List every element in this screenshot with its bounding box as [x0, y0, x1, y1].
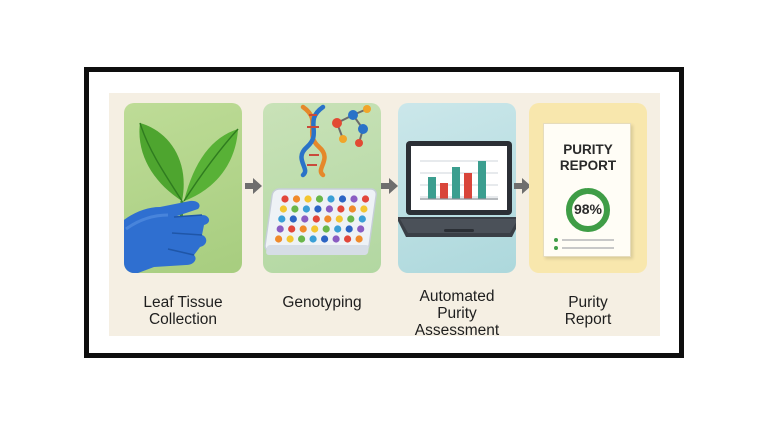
plate-well [344, 235, 352, 243]
plate-well [348, 205, 356, 213]
plate-well [311, 225, 319, 233]
plate-well [301, 215, 309, 223]
purity-gauge [554, 188, 614, 250]
plate-well [309, 235, 317, 243]
step-label-genotyping: Genotyping [282, 294, 362, 311]
plate-well [361, 195, 370, 203]
arrow-right-icon [243, 176, 263, 196]
plate-well [276, 225, 284, 233]
arrow-right-icon [512, 176, 532, 196]
plate-well [350, 195, 358, 203]
step-panel-leaf-collection [124, 103, 242, 273]
step-panel-genotyping [263, 103, 381, 273]
plate-well [286, 235, 294, 243]
plate-well [360, 205, 368, 213]
plate-well [314, 205, 322, 213]
plate-well [298, 235, 306, 243]
plate-well [304, 195, 312, 203]
step-panel-assessment [398, 103, 516, 273]
plate-well [338, 195, 347, 203]
plate-well [291, 205, 299, 213]
report-title: PURITY REPORT [559, 142, 617, 173]
step-label-report: Purity Report [564, 294, 612, 328]
plate-well [327, 195, 335, 203]
plate-well [275, 235, 283, 243]
plate-well [315, 195, 324, 203]
plate-well [335, 215, 343, 223]
plate-well [324, 215, 332, 223]
step-label-assessment: Automated Purity Assessment [414, 288, 500, 339]
plate-well [289, 215, 297, 223]
plate-well [345, 225, 353, 233]
plate-well [302, 205, 310, 213]
plate-well [347, 215, 355, 223]
workflow-panel: PURITY REPORT 98% Leaf Tissue Collection… [109, 93, 660, 339]
report-document: PURITY REPORT 98% [543, 123, 631, 257]
arrow-right-icon [379, 176, 399, 196]
plate-well [334, 225, 342, 233]
plate-well [279, 205, 287, 213]
plate-well [357, 225, 365, 233]
plate-well [358, 215, 366, 223]
step-label-leaf-collection: Leaf Tissue Collection [143, 294, 223, 328]
plate-well [281, 195, 289, 203]
plate-well [325, 205, 333, 213]
leaf-glove-icon [124, 122, 239, 273]
purity-percentage: 98% [573, 201, 603, 217]
plate-well [299, 225, 307, 233]
plate-well [332, 235, 340, 243]
plate-well [321, 235, 329, 243]
plate-well [288, 225, 296, 233]
laptop-chart-icon [398, 141, 516, 237]
plate-well [278, 215, 286, 223]
plate-well [337, 205, 345, 213]
dna-plate-icon [264, 104, 377, 255]
plate-well [355, 235, 363, 243]
plate-well [292, 195, 301, 203]
diagram-frame: PURITY REPORT 98% Leaf Tissue Collection… [84, 67, 684, 358]
plate-well [322, 225, 330, 233]
step-panel-report: PURITY REPORT 98% [529, 103, 647, 273]
plate-well [312, 215, 320, 223]
